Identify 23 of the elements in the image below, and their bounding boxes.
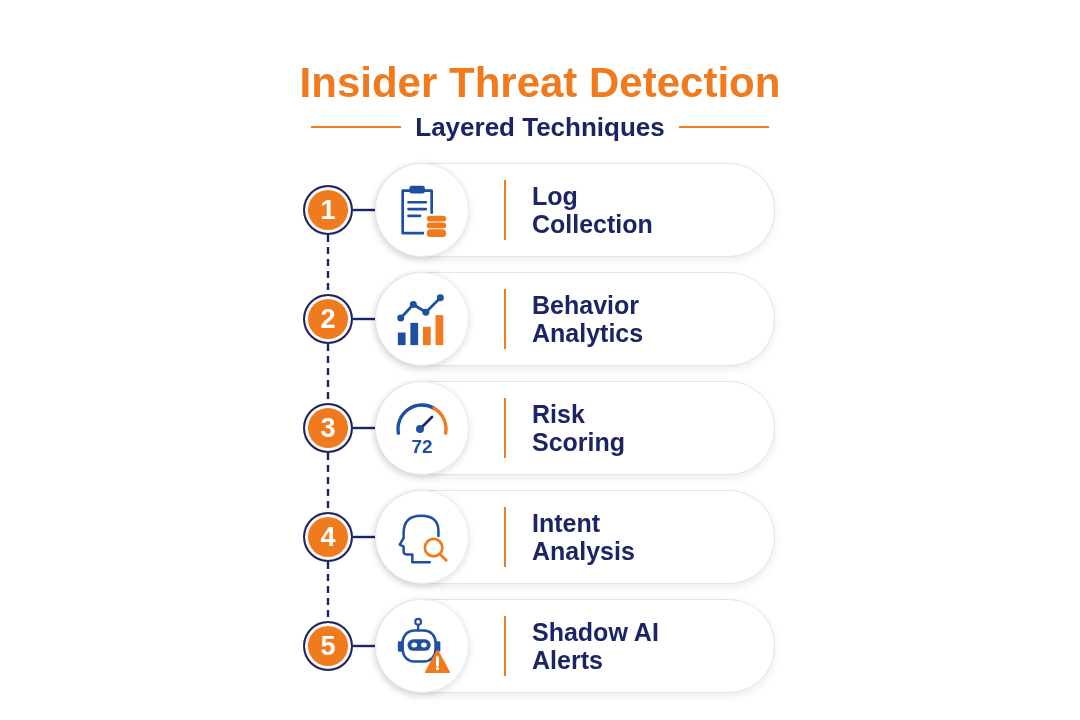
connector-line	[353, 535, 375, 539]
step-number: 2	[303, 294, 353, 344]
step-number: 4	[303, 512, 353, 562]
title: Insider Threat Detection	[298, 58, 782, 108]
step-card	[375, 490, 775, 584]
step-title: Risk Scoring	[532, 400, 627, 456]
step-title: Shadow AI Alerts	[532, 618, 660, 674]
step-title: Behavior Analytics	[532, 291, 645, 347]
connector-line	[353, 208, 375, 212]
step-card	[375, 599, 775, 693]
connector-line	[353, 317, 375, 321]
step-number: 5	[303, 621, 353, 671]
step-card	[375, 272, 775, 366]
step-card	[375, 381, 775, 475]
gauge-value: 72	[411, 437, 433, 457]
step-number: 3	[303, 403, 353, 453]
connector-line	[353, 426, 375, 430]
step-number: 1	[303, 185, 353, 235]
step-title: Intent Analysis	[532, 509, 636, 565]
step-title: Log Collection	[532, 182, 654, 238]
connector-line	[353, 644, 375, 648]
subtitle: Layered Techniques	[415, 111, 665, 143]
step-card	[375, 163, 775, 257]
